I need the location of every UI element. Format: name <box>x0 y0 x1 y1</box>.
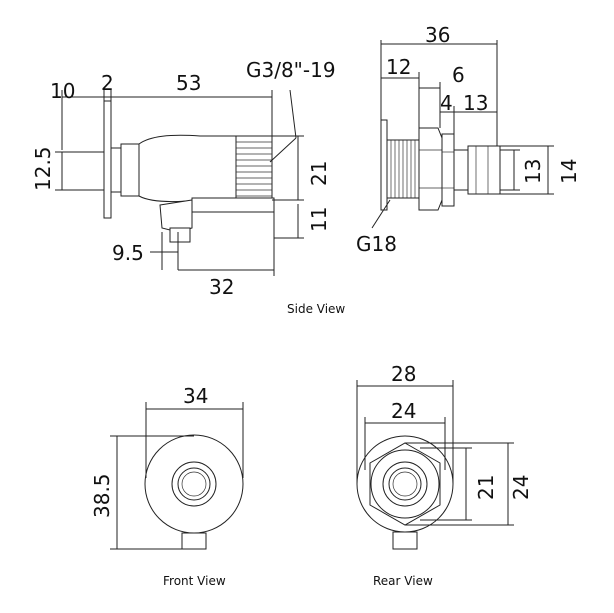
dim-21-rear: 21 <box>474 475 498 500</box>
rear-view-drawing: 28 24 21 24 Rear View <box>356 362 533 588</box>
dim-14: 14 <box>557 159 581 184</box>
side-view-drawing: 10 2 53 G3/8"-19 12.5 21 11 9.5 32 Side … <box>31 58 345 316</box>
front-view-caption: Front View <box>163 574 226 588</box>
dim-11: 11 <box>307 207 331 232</box>
front-view-drawing: 34 38.5 Front View <box>90 384 244 588</box>
dim-9-5: 9.5 <box>112 241 144 265</box>
dim-2: 2 <box>101 71 114 95</box>
dim-32: 32 <box>209 275 234 299</box>
dim-12: 12 <box>386 55 411 79</box>
dim-53: 53 <box>176 71 201 95</box>
dim-21-side: 21 <box>307 161 331 186</box>
side-view-caption: Side View <box>287 302 345 316</box>
dim-28: 28 <box>391 362 416 386</box>
dim-4: 4 <box>440 91 453 115</box>
dim-36: 36 <box>425 23 450 47</box>
dim-6: 6 <box>452 63 465 87</box>
thread-spec-label: G3/8"-19 <box>246 58 336 82</box>
dim-24-horizontal: 24 <box>391 399 416 423</box>
dim-24-vertical: 24 <box>509 475 533 500</box>
side-view-fitting-drawing: 36 12 6 4 13 13 14 G18 <box>356 23 581 256</box>
dim-38-5: 38.5 <box>90 473 114 518</box>
thread-g18-label: G18 <box>356 232 397 256</box>
dim-13-vertical: 13 <box>521 159 545 184</box>
dim-13-horizontal: 13 <box>463 91 488 115</box>
rear-view-caption: Rear View <box>373 574 433 588</box>
dim-34: 34 <box>183 384 208 408</box>
dim-10: 10 <box>50 79 75 103</box>
dim-12-5: 12.5 <box>31 146 55 191</box>
